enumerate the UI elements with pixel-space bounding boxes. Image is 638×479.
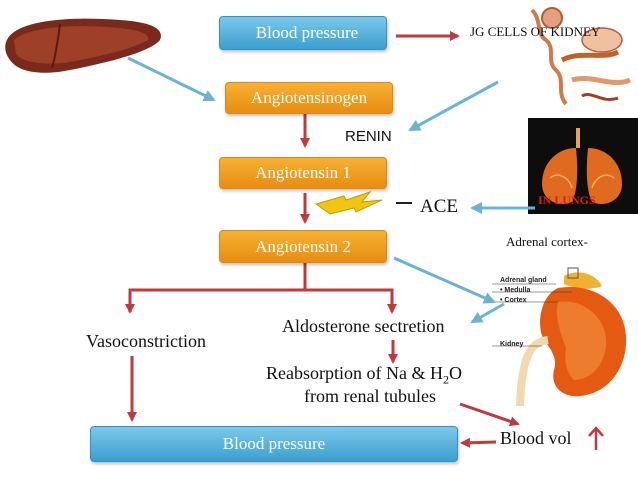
angiotensinogen-box: Angiotensinogen [225, 82, 393, 114]
kidney-image [492, 262, 638, 406]
renal-tubules-label: from renal tubules [304, 386, 436, 406]
jg-cells-image [522, 0, 638, 112]
reabsorption-suffix: O [448, 363, 462, 383]
in-lungs-label: IN LUNGS [538, 193, 596, 207]
kidney-label-kidney: Kidney [500, 341, 524, 348]
aldosterone-label: Aldosterone sectretion [282, 316, 445, 336]
angiotensin-2-label: Angiotensin 2 [255, 236, 351, 256]
arrow-reabs-to-vol [459, 402, 520, 427]
angiotensin-1-label: Angiotensin 1 [255, 163, 351, 182]
blood-vol-up-arrow [588, 426, 604, 450]
split-line-right [305, 288, 397, 314]
liver-image [0, 10, 170, 80]
ace-label: ACE [420, 196, 458, 217]
blood-pressure-bottom-box: Blood pressure [90, 426, 458, 462]
kidney-label-cortex: • Cortex [500, 297, 527, 304]
angiotensin-2-box: Angiotensin 2 [219, 230, 387, 263]
blood-vol-label: Blood vol [500, 428, 572, 448]
lungs-image [528, 118, 638, 214]
arrow-jg-to-renin [408, 80, 499, 132]
reabsorption-label: Reabsorption of Na & H2O [266, 363, 462, 388]
lightning-icon [314, 190, 383, 215]
kidney-label-gland: Adrenal gland [500, 277, 547, 284]
blood-pressure-bottom-label: Blood pressure [222, 434, 326, 453]
vasoconstriction-label: Vasoconstriction [86, 331, 206, 351]
angiotensin-1-box: Angiotensin 1 [219, 157, 387, 189]
arrow-a2-to-adrenal [393, 256, 496, 304]
jg-cells-label: JG CELLS OF KIDNEY [470, 24, 601, 39]
adrenal-cortex-label: Adrenal cortex- [506, 234, 588, 249]
reabsorption-subscript: 2 [442, 372, 449, 387]
arrow-vol-to-bp [460, 437, 497, 448]
split-line [125, 263, 307, 314]
angiotensinogen-label: Angiotensinogen [250, 88, 368, 107]
renin-label: RENIN [345, 128, 392, 145]
reabsorption-prefix: Reabsorption of Na & H [266, 363, 443, 383]
arrow-liver-to-angiotensinogen [127, 56, 216, 102]
blood-pressure-top-label: Blood pressure [255, 23, 359, 42]
blood-pressure-top-box: Blood pressure [219, 16, 387, 50]
arrow-adrenal-to-aldo [470, 302, 505, 324]
kidney-label-medulla: • Medulla [500, 287, 531, 294]
